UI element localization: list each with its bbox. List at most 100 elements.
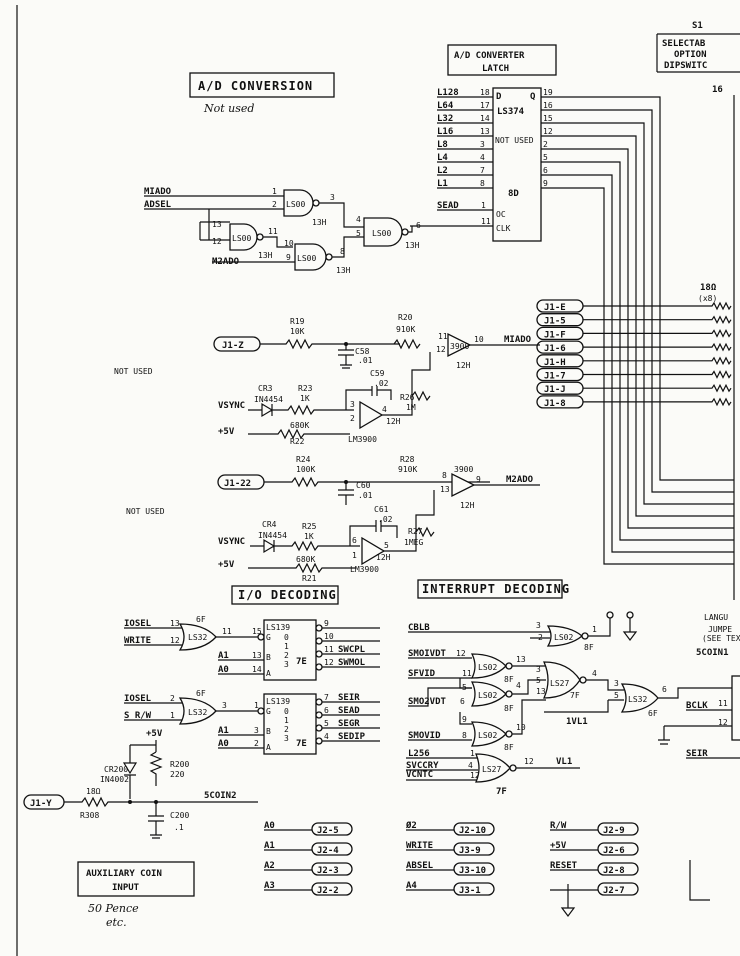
amp2-pin8: 8 bbox=[442, 471, 447, 480]
latch-input-pin: 7 bbox=[480, 166, 485, 175]
nor-gate-3 bbox=[470, 721, 507, 747]
int-pin-v: 12 bbox=[470, 771, 480, 780]
bottom-signal: ABSEL bbox=[406, 861, 434, 871]
bottom-connector bbox=[597, 822, 639, 836]
cr3-label: CR3 bbox=[258, 384, 273, 393]
selectable-line-1: SELECTAB bbox=[662, 39, 706, 49]
r19-value: 10K bbox=[290, 327, 305, 336]
int-smovid: SMOVID bbox=[408, 731, 441, 741]
lm-b-chip: LM3900 bbox=[350, 565, 379, 574]
dec1-num1: 1 bbox=[284, 642, 289, 651]
int-pin-h: 4 bbox=[516, 681, 521, 690]
decoder-output-pin: 11 bbox=[324, 645, 334, 654]
c61-value: .02 bbox=[378, 515, 393, 524]
decoder-output-pin: 12 bbox=[324, 658, 334, 667]
cr4-r25-path bbox=[250, 538, 360, 554]
latch-output-pin: 5 bbox=[543, 153, 548, 162]
int-pin-o: 9 bbox=[462, 715, 467, 724]
latch-input-net: L2 bbox=[437, 166, 448, 176]
lm-b-ref: 12H bbox=[376, 553, 391, 562]
gate2-p1: 1 bbox=[170, 711, 175, 720]
dec2-p3: 3 bbox=[254, 726, 259, 735]
r20-label: R20 bbox=[398, 313, 413, 322]
nand2-pin12: 12 bbox=[212, 237, 222, 246]
nand1-pin3: 3 bbox=[330, 193, 335, 202]
int-pin-b: 2 bbox=[538, 633, 543, 642]
latch-pin-11: 11 bbox=[481, 217, 491, 226]
bottom-signal: R/W bbox=[550, 821, 567, 831]
latch-input-pin: 8 bbox=[480, 179, 485, 188]
dec2-chip: LS139 bbox=[266, 697, 290, 706]
latch-output-pin: 16 bbox=[543, 101, 553, 110]
dec1-num2: 2 bbox=[284, 651, 289, 660]
dec2-a: A bbox=[266, 743, 271, 752]
amp2-pin13: 13 bbox=[440, 485, 450, 494]
amp1-out-miado: MIADO bbox=[504, 335, 532, 345]
resistor-pack-element bbox=[583, 397, 732, 407]
bottom-signal: WRITE bbox=[406, 841, 433, 851]
latch-input-pin: 17 bbox=[480, 101, 490, 110]
ls139-chip-1 bbox=[263, 619, 317, 681]
gate1-out: 11 bbox=[222, 627, 232, 636]
bottom-signal: A3 bbox=[264, 881, 275, 891]
int-1vl1: 1VL1 bbox=[566, 717, 588, 727]
c58-capacitor bbox=[338, 344, 354, 369]
int-pin-p: 10 bbox=[516, 723, 526, 732]
dec1-p13: 13 bbox=[252, 651, 262, 660]
r24-value: 100K bbox=[296, 465, 315, 474]
r308-label: R308 bbox=[80, 811, 99, 820]
c200-value: .1 bbox=[174, 823, 184, 832]
r25-label: R25 bbox=[302, 522, 317, 531]
dec1-a0: A0 bbox=[218, 665, 229, 675]
r22-value: 680K bbox=[290, 421, 309, 430]
lm-b-pin1: 1 bbox=[352, 551, 357, 560]
gate1-p13: 13 bbox=[170, 619, 180, 628]
nand4-pin5: 5 bbox=[356, 229, 361, 238]
s1-label: S1 bbox=[692, 21, 703, 31]
lm3900-b bbox=[361, 536, 386, 566]
cr4-label: CR4 bbox=[262, 520, 277, 529]
cr3-r23-path bbox=[248, 402, 354, 418]
int-8f-3: 8F bbox=[504, 743, 514, 752]
circuit2-not-used: NOT USED bbox=[126, 507, 165, 516]
nor-gate-1 bbox=[470, 653, 507, 679]
lm-b-pin5: 5 bbox=[384, 541, 389, 550]
latch-pin-1: 1 bbox=[481, 201, 486, 210]
right-connector-label: J1-5 bbox=[544, 317, 566, 327]
decoder-output-net: SWCPL bbox=[338, 645, 366, 655]
bottom-connector bbox=[597, 882, 639, 896]
io-decoding-box bbox=[231, 585, 339, 605]
or-gate-2 bbox=[178, 697, 217, 725]
nor-gate-cblb bbox=[546, 625, 584, 647]
bottom-connector bbox=[597, 862, 639, 876]
int-pin-j: 13 bbox=[536, 687, 546, 696]
c61-label: C61 bbox=[374, 505, 389, 514]
dec2-p1: 1 bbox=[254, 701, 259, 710]
dec1-ref: 7E bbox=[296, 657, 307, 667]
latch-input-pin: 14 bbox=[480, 114, 490, 123]
dec1-chip: LS139 bbox=[266, 623, 290, 632]
decoder-output-net: SEGR bbox=[338, 719, 360, 729]
latch-input-pin: 4 bbox=[480, 153, 485, 162]
right-connector-label: J1-E bbox=[544, 303, 566, 313]
bottom-connector-label: J2-5 bbox=[317, 826, 339, 836]
decoder-output-net: SEIR bbox=[338, 693, 360, 703]
r21-value: 680K bbox=[296, 555, 315, 564]
int-pin-i: 3 bbox=[536, 665, 541, 674]
circuit1-not-used: NOT USED bbox=[114, 367, 153, 376]
latch-sead-net: SEAD bbox=[437, 201, 459, 211]
coin-plus5: +5V bbox=[146, 729, 163, 739]
adsel-net-label: ADSEL bbox=[144, 200, 172, 210]
cr200-diode bbox=[122, 762, 138, 799]
int-pin-a: 3 bbox=[536, 621, 541, 630]
latch-input-net: L64 bbox=[437, 101, 454, 111]
nand1-pin2: 2 bbox=[272, 200, 277, 209]
int-7f-b: 7F bbox=[496, 787, 507, 797]
circuit1-vsync: VSYNC bbox=[218, 401, 245, 411]
int-ls02-1: LS02 bbox=[478, 663, 497, 672]
int-pin-s: 3 bbox=[614, 679, 619, 688]
gate1-iosel: IOSEL bbox=[124, 619, 152, 629]
gate2-ref: 6F bbox=[196, 689, 206, 698]
r28-label: R28 bbox=[400, 455, 415, 464]
